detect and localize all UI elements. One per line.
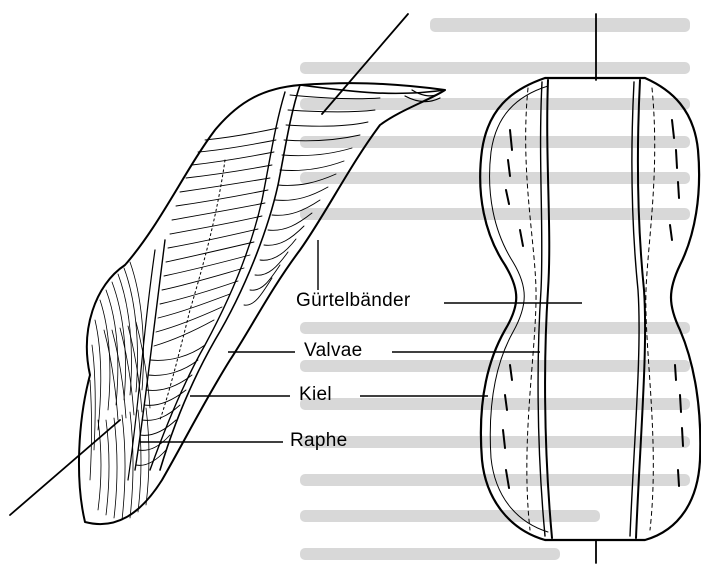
label-girdle-bands: Gürtelbänder [296,290,411,312]
label-raphe: Raphe [290,430,348,452]
label-valves: Valvae [304,340,363,362]
label-keel: Kiel [299,384,332,406]
girdle-outline [480,78,700,540]
